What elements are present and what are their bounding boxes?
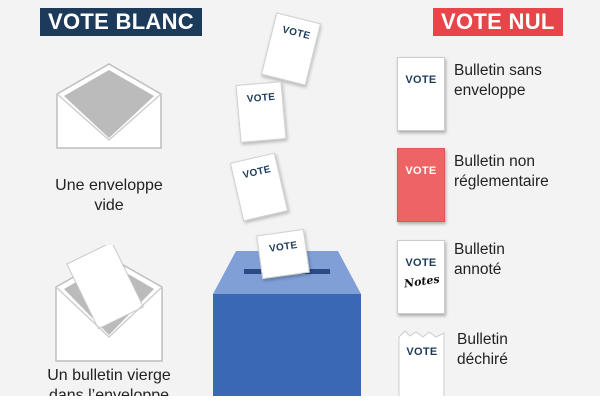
ballot-without-envelope-text: VOTE: [405, 74, 437, 86]
envelope-with-blank-ballot-icon: [55, 245, 163, 362]
vote-blanc-header: VOTE BLANC: [40, 8, 202, 36]
torn-ballot-label: Bulletin déchiré: [457, 330, 592, 370]
annotated-ballot-card: VOTE Notes: [397, 240, 445, 314]
falling-ballot-2-text: VOTE: [246, 91, 276, 106]
falling-ballot-3-text: VOTE: [241, 164, 273, 182]
empty-envelope-icon: [56, 63, 162, 149]
falling-ballot-2: VOTE: [235, 81, 287, 143]
ballot-without-envelope-label-line1: Bulletin sans: [454, 62, 542, 79]
annotated-ballot-text: VOTE: [405, 257, 437, 269]
empty-envelope-label: Une enveloppe vide: [40, 176, 178, 216]
empty-envelope-label-line1: Une enveloppe: [55, 177, 163, 194]
non-regulation-ballot-label-line2: réglementaire: [454, 173, 549, 190]
annotated-ballot-label: Bulletin annoté: [454, 240, 594, 280]
non-regulation-ballot-text: VOTE: [405, 165, 437, 177]
empty-envelope-label-line2: vide: [94, 197, 124, 214]
ballot-in-slot-text: VOTE: [268, 239, 299, 255]
bottom-margin: [0, 396, 600, 409]
ballot-without-envelope-card: VOTE: [397, 57, 445, 131]
non-regulation-ballot-label: Bulletin non réglementaire: [454, 152, 594, 192]
falling-ballot-1: VOTE: [260, 12, 322, 86]
ballot-in-slot: VOTE: [256, 228, 310, 280]
ballot-without-envelope-label-line2: enveloppe: [454, 82, 526, 99]
torn-ballot-icon: [398, 330, 445, 399]
falling-ballot-3: VOTE: [229, 152, 289, 222]
annotation-scribble: Notes: [403, 272, 441, 291]
torn-ballot-label-line1: Bulletin: [457, 331, 508, 348]
vote-nul-header: VOTE NUL: [433, 8, 563, 36]
torn-ballot-text: VOTE: [406, 346, 438, 358]
non-regulation-ballot-card: VOTE: [397, 148, 445, 222]
annotated-ballot-label-line1: Bulletin: [454, 241, 505, 258]
falling-ballot-1-text: VOTE: [281, 24, 312, 43]
torn-ballot-label-line2: déchiré: [457, 351, 508, 368]
blank-ballot-envelope-label-line1: Un bulletin vierge: [47, 367, 171, 384]
non-regulation-ballot-label-line1: Bulletin non: [454, 153, 536, 170]
ballot-without-envelope-label: Bulletin sans enveloppe: [454, 61, 594, 101]
annotated-ballot-label-line2: annoté: [454, 261, 502, 278]
